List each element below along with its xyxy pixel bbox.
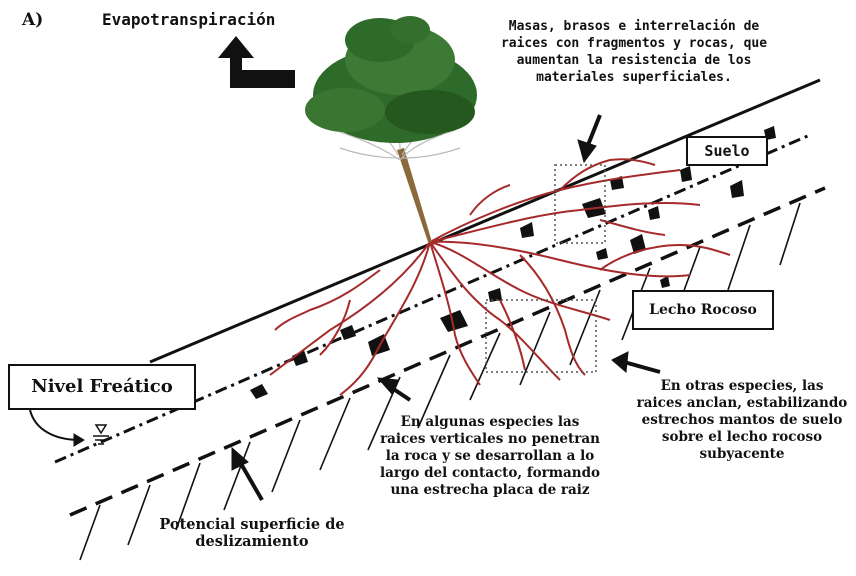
- soil-label: Suelo: [686, 136, 768, 166]
- root-system: [270, 159, 730, 395]
- water-table-label: Nivel Freático: [8, 364, 196, 410]
- tree-foliage: [305, 16, 477, 143]
- slip-surface-label: Potencial superficie de deslizamiento: [140, 516, 364, 550]
- anchor-roots-note: En otras especies, las raices anclan, es…: [636, 378, 848, 463]
- panel-label: A): [22, 10, 43, 30]
- roots-mass-note: Masas, brasos e interrelación de raices …: [488, 18, 780, 86]
- bedrock-label: Lecho Rocoso: [632, 290, 774, 330]
- evapotranspiration-arrow: [218, 36, 295, 88]
- tree-trunk: [397, 148, 432, 242]
- vertical-roots-note: En algunas especies las raices verticale…: [378, 414, 602, 499]
- evapotranspiration-label: Evapotranspiración: [102, 10, 275, 29]
- rock-fragments: [250, 126, 776, 399]
